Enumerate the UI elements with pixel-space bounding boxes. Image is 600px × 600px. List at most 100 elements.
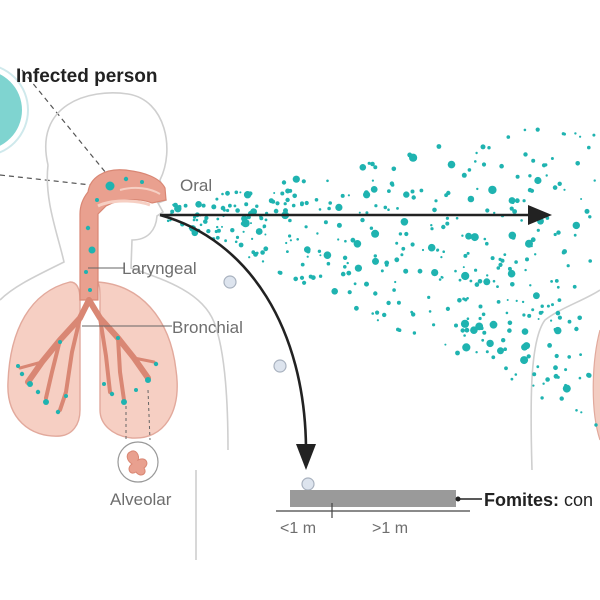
aerosol-droplet bbox=[371, 312, 375, 315]
aerosol-droplet bbox=[461, 234, 464, 237]
aerosol-droplet bbox=[328, 201, 333, 205]
aerosol-droplet bbox=[538, 310, 543, 315]
aerosol-droplet bbox=[304, 225, 308, 229]
aerosol-droplet bbox=[559, 396, 564, 401]
aerosol-droplet bbox=[575, 409, 578, 412]
aerosol-droplet bbox=[248, 191, 253, 196]
tongue-line bbox=[97, 199, 151, 208]
right-bronchus-branch-b bbox=[132, 356, 156, 364]
aerosol-droplet bbox=[478, 304, 483, 309]
aerosol-droplet bbox=[358, 211, 361, 214]
aerosol-droplet bbox=[394, 257, 400, 263]
aerosol-droplet bbox=[536, 228, 540, 232]
fall-arrow-head bbox=[296, 444, 316, 470]
aerosol-droplet bbox=[463, 253, 468, 258]
aerosol-droplet bbox=[234, 240, 238, 244]
aerosol-droplet bbox=[578, 376, 582, 380]
aerosol-droplet bbox=[454, 323, 458, 328]
aerosol-droplet bbox=[470, 233, 479, 242]
aerosol-droplet bbox=[483, 237, 487, 241]
aerosol-droplet bbox=[373, 291, 378, 296]
aerosol-droplet bbox=[579, 353, 582, 356]
aerosol-droplet bbox=[496, 266, 501, 270]
aerosol-droplet bbox=[400, 253, 404, 257]
aerosol-droplet bbox=[580, 411, 583, 414]
aerosol-droplet bbox=[353, 240, 362, 248]
laryngeal-label: Laryngeal bbox=[122, 259, 197, 278]
infected-person-title: Infected person bbox=[16, 66, 157, 87]
aerosol-droplet bbox=[335, 203, 343, 211]
aerosol-droplet bbox=[462, 297, 466, 301]
aerosol-droplet bbox=[215, 235, 220, 240]
aerosol-droplet bbox=[508, 231, 517, 240]
aerosol-droplet bbox=[533, 292, 540, 300]
aerosol-droplet bbox=[523, 152, 528, 157]
aerosol-droplet bbox=[419, 188, 424, 193]
aerosol-droplet bbox=[462, 266, 465, 269]
aerosol-droplet bbox=[510, 282, 515, 287]
aerosol-droplet bbox=[302, 280, 307, 285]
aerosol-droplet bbox=[584, 208, 590, 214]
aerosol-droplet bbox=[454, 269, 457, 273]
trachea-and-cavity bbox=[79, 169, 167, 301]
alveolar-droplet bbox=[64, 394, 68, 398]
aerosol-droplet bbox=[525, 239, 533, 248]
aerosol-droplet bbox=[514, 198, 520, 204]
exposed-person-outline bbox=[530, 289, 600, 471]
aerosol-droplet bbox=[440, 275, 443, 279]
aerosol-droplet bbox=[260, 250, 265, 255]
aerosol-droplet bbox=[466, 251, 470, 255]
aerosol-droplet bbox=[575, 161, 580, 166]
aerosol-droplet bbox=[541, 163, 547, 168]
aerosol-droplet bbox=[547, 343, 552, 348]
aerosol-droplet bbox=[526, 354, 531, 359]
aerosol-droplet bbox=[244, 202, 249, 207]
aerosol-droplet bbox=[375, 310, 380, 315]
exposed-person-shoulder bbox=[530, 289, 600, 471]
aerosol-droplet bbox=[442, 250, 446, 253]
aerosol-droplet bbox=[331, 288, 339, 295]
aerosol-droplet bbox=[250, 222, 252, 225]
aerosol-droplet bbox=[242, 230, 245, 233]
aerosol-droplet bbox=[577, 315, 582, 321]
aerosol-droplet bbox=[529, 284, 532, 287]
right-bronchus-branch-c bbox=[98, 316, 112, 394]
aerosol-droplet bbox=[553, 232, 557, 237]
aerosol-droplet bbox=[317, 249, 322, 253]
aerosol-droplet bbox=[478, 316, 482, 321]
aerosol-droplet bbox=[241, 215, 248, 222]
aerosol-droplet bbox=[441, 224, 446, 230]
left-bronchus-branch-b bbox=[18, 360, 44, 370]
aerosol-droplet bbox=[323, 251, 332, 259]
aerosol-droplet bbox=[370, 161, 375, 167]
aerosol-droplet bbox=[273, 192, 276, 194]
aerosol-droplet bbox=[376, 319, 379, 322]
aerosol-droplet bbox=[238, 242, 244, 248]
aerosol-droplet bbox=[288, 218, 292, 223]
aerosol-droplet bbox=[310, 275, 316, 280]
aerosol-droplet bbox=[522, 342, 531, 350]
aerosol-droplet bbox=[301, 179, 306, 184]
aerosol-droplet bbox=[550, 280, 553, 283]
aerosol-droplet bbox=[230, 228, 235, 233]
aerosol-droplet bbox=[522, 313, 526, 317]
aerosol-droplet bbox=[326, 179, 329, 183]
aerosol-droplet bbox=[248, 256, 251, 259]
aerosol-droplet bbox=[531, 308, 535, 312]
aerosol-droplet bbox=[289, 239, 292, 242]
aerosol-droplet bbox=[360, 217, 365, 223]
aerosol-droplet bbox=[177, 204, 182, 209]
aerosol-droplet bbox=[458, 278, 462, 282]
head-profile-outline bbox=[45, 92, 229, 451]
aerosol-droplet bbox=[573, 233, 577, 237]
aerosol-droplet bbox=[556, 285, 560, 289]
aerosol-droplet bbox=[277, 270, 282, 275]
exposed-person-lung bbox=[592, 329, 600, 441]
aerosol-droplet bbox=[396, 327, 400, 332]
aerosol-droplet bbox=[398, 232, 403, 236]
aerosol-droplet bbox=[434, 199, 438, 203]
zoom-bubble bbox=[0, 66, 29, 154]
aerosol-droplet bbox=[554, 326, 562, 335]
aerosol-droplet bbox=[507, 328, 512, 333]
alveolar-droplet bbox=[109, 391, 115, 397]
